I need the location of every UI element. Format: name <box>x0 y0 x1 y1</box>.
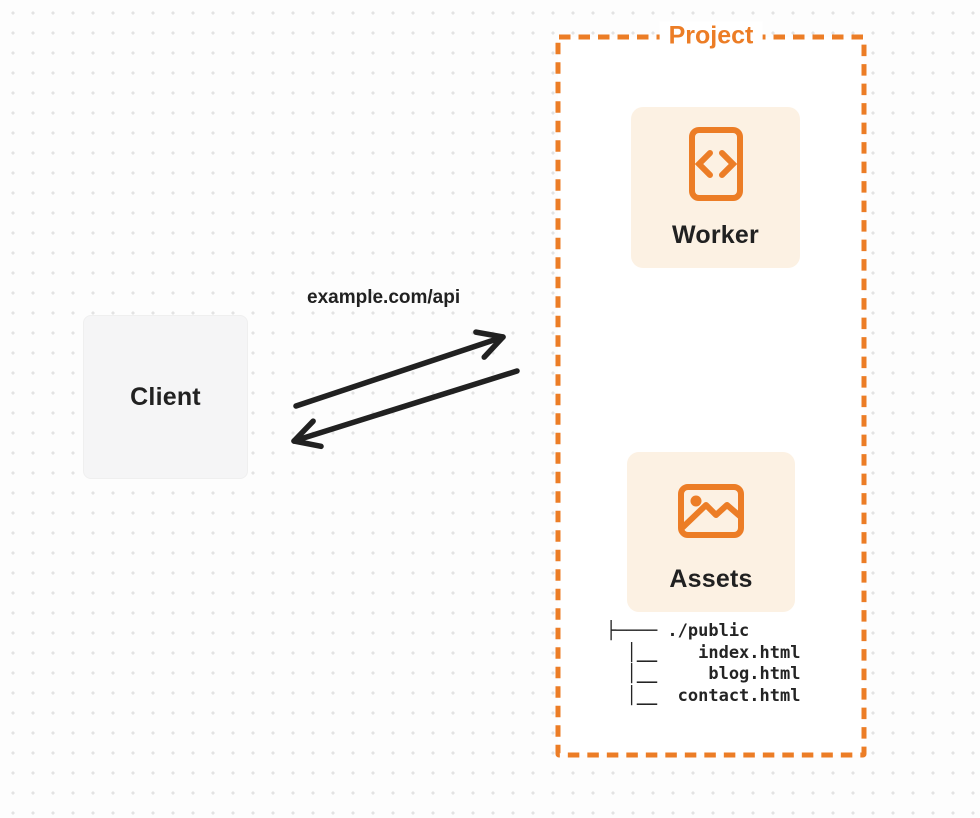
request-url-label: example.com/api <box>307 287 461 308</box>
tree-line-index: │__ index.html <box>606 642 801 663</box>
image-icon <box>678 484 744 538</box>
worker-node: Worker <box>631 107 800 268</box>
assets-file-tree: ├──── ./public │__ index.html │__ blog.h… <box>606 621 800 707</box>
response-arrow <box>291 368 520 450</box>
client-node: Client <box>83 315 248 479</box>
worker-label: Worker <box>672 221 759 249</box>
tree-line-contact: │__ contact.html <box>606 685 801 706</box>
project-label: Project <box>659 21 763 51</box>
client-label: Client <box>130 382 201 411</box>
tree-line-blog: │__ blog.html <box>606 664 801 684</box>
tree-line-public: ├──── ./public <box>606 621 750 641</box>
assets-node: Assets <box>627 452 795 612</box>
code-brackets-icon <box>688 127 743 201</box>
assets-label: Assets <box>669 565 753 593</box>
request-arrow <box>293 329 506 409</box>
